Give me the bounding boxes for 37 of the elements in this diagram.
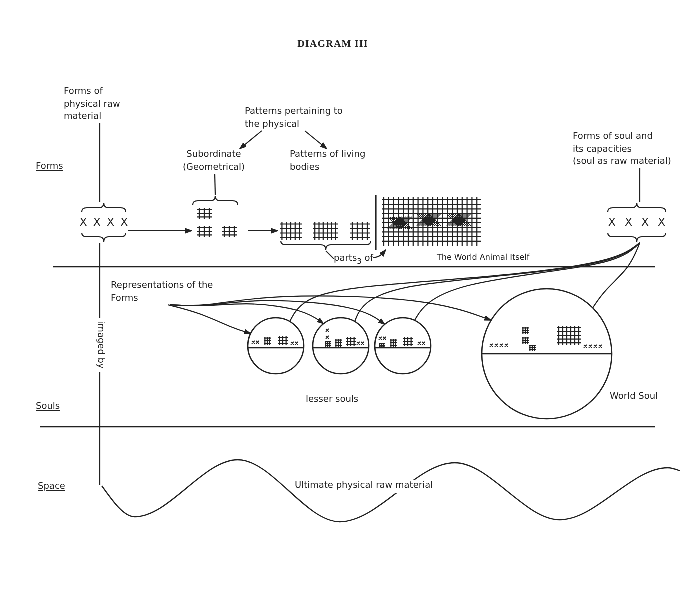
leader-line xyxy=(99,124,101,202)
annotation-text: parts$_{3}$ of xyxy=(334,253,374,268)
arrow xyxy=(239,130,262,150)
row-heading: Space xyxy=(38,481,66,494)
form-marks-text: X X X X xyxy=(80,216,128,228)
diagram-title: DIAGRAM III xyxy=(298,39,368,52)
lesser-soul-drawing xyxy=(246,316,306,376)
annotation-text: Ultimate physical raw material xyxy=(293,480,436,492)
arrow xyxy=(168,304,252,334)
annotation-text: lesser souls xyxy=(306,394,359,406)
annotation-text: Forms of physical raw material xyxy=(64,86,120,124)
connector-line xyxy=(414,242,640,321)
annotation-text: Subordinate (Geometrical) xyxy=(183,149,246,174)
arrow xyxy=(248,228,279,234)
annotation-text: Representations of the Forms xyxy=(111,280,214,305)
connector-line xyxy=(354,242,640,322)
lesser-soul-drawing xyxy=(373,316,433,376)
leader-line xyxy=(326,250,334,260)
world-animal-grid-drawing xyxy=(373,195,483,250)
arrow xyxy=(170,296,492,322)
annotation-text: Forms of soul and its capacities (soul as raw material) xyxy=(573,131,672,168)
living-patterns-drawing xyxy=(278,219,372,251)
arrow xyxy=(304,130,328,150)
caption-text: The World Animal Itself xyxy=(437,252,530,264)
leader-line xyxy=(639,168,641,202)
lesser-soul-drawing xyxy=(311,316,371,376)
annotation-text: Patterns of living bodies xyxy=(290,149,366,174)
annotation-text: Patterns pertaining to the physical xyxy=(245,106,343,131)
caption-text: World Soul xyxy=(610,391,658,404)
form-marks-text: X X X X xyxy=(608,216,666,228)
arrow xyxy=(373,249,386,259)
connector-line xyxy=(290,242,640,322)
connector-line xyxy=(592,242,641,308)
arrow xyxy=(128,228,193,234)
row-heading: Souls xyxy=(36,401,60,414)
leader-line xyxy=(214,174,216,196)
row-heading: Forms xyxy=(36,161,64,174)
